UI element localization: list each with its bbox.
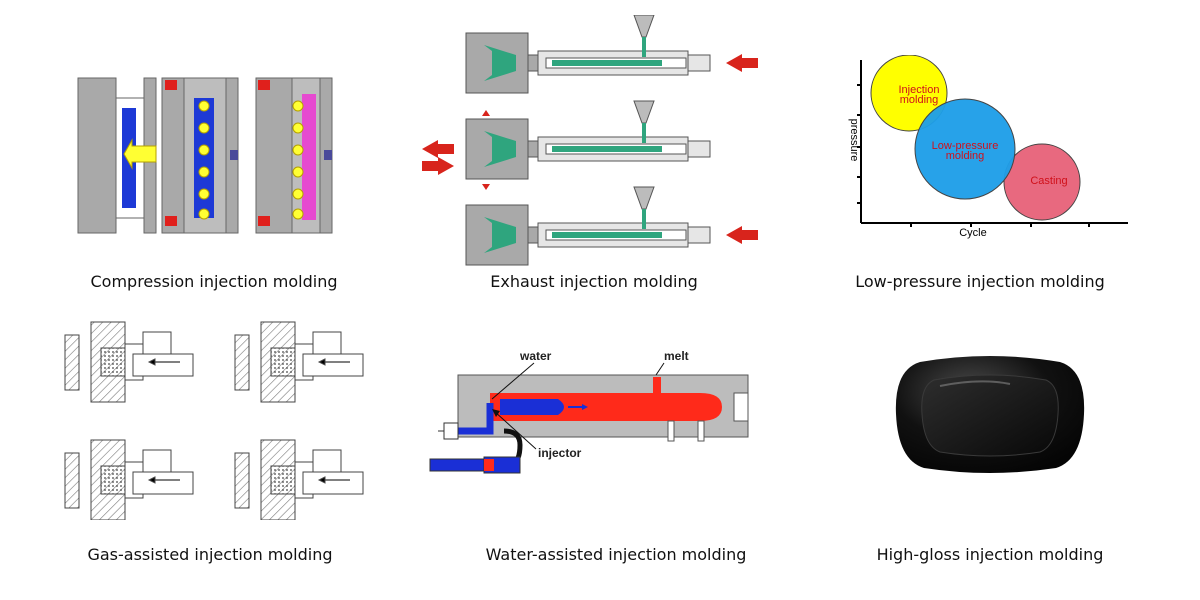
y-axis-label: pressure (848, 119, 860, 162)
gas-assisted-diagram (55, 310, 370, 520)
water-assisted-caption: Water-assisted injection molding (485, 545, 747, 564)
circle-label-low-pressure-line2: molding (946, 150, 985, 162)
low-pressure-caption: Low-pressure injection molding (855, 272, 1105, 291)
high-gloss-part-image (895, 356, 1085, 473)
water-label: water (519, 349, 552, 363)
injector-label: injector (538, 446, 582, 460)
circle-casting (1003, 143, 1081, 221)
circle-label-casting: Casting (1030, 175, 1067, 187)
exhaust-caption: Exhaust injection molding (490, 272, 698, 291)
circle-low-pressure-molding (914, 98, 1016, 200)
compression-caption: Compression injection molding (90, 272, 338, 291)
circle-injection-molding (870, 55, 948, 132)
circle-label-injection-line2: molding (900, 94, 939, 106)
high-gloss-caption: High-gloss injection molding (876, 545, 1104, 564)
exhaust-diagram (422, 15, 758, 266)
melt-label: melt (664, 349, 689, 363)
low-pressure-chart: Injection molding Low-pressure molding C… (848, 55, 1128, 239)
water-assisted-diagram: water melt injector (429, 349, 749, 474)
circle-label-low-pressure-line1: Low-pressure (932, 140, 999, 152)
gas-assisted-caption: Gas-assisted injection molding (87, 545, 333, 564)
x-axis-label: Cycle (959, 227, 987, 239)
circle-label-injection-line1: Injection (899, 84, 940, 96)
compression-diagram (70, 68, 345, 243)
